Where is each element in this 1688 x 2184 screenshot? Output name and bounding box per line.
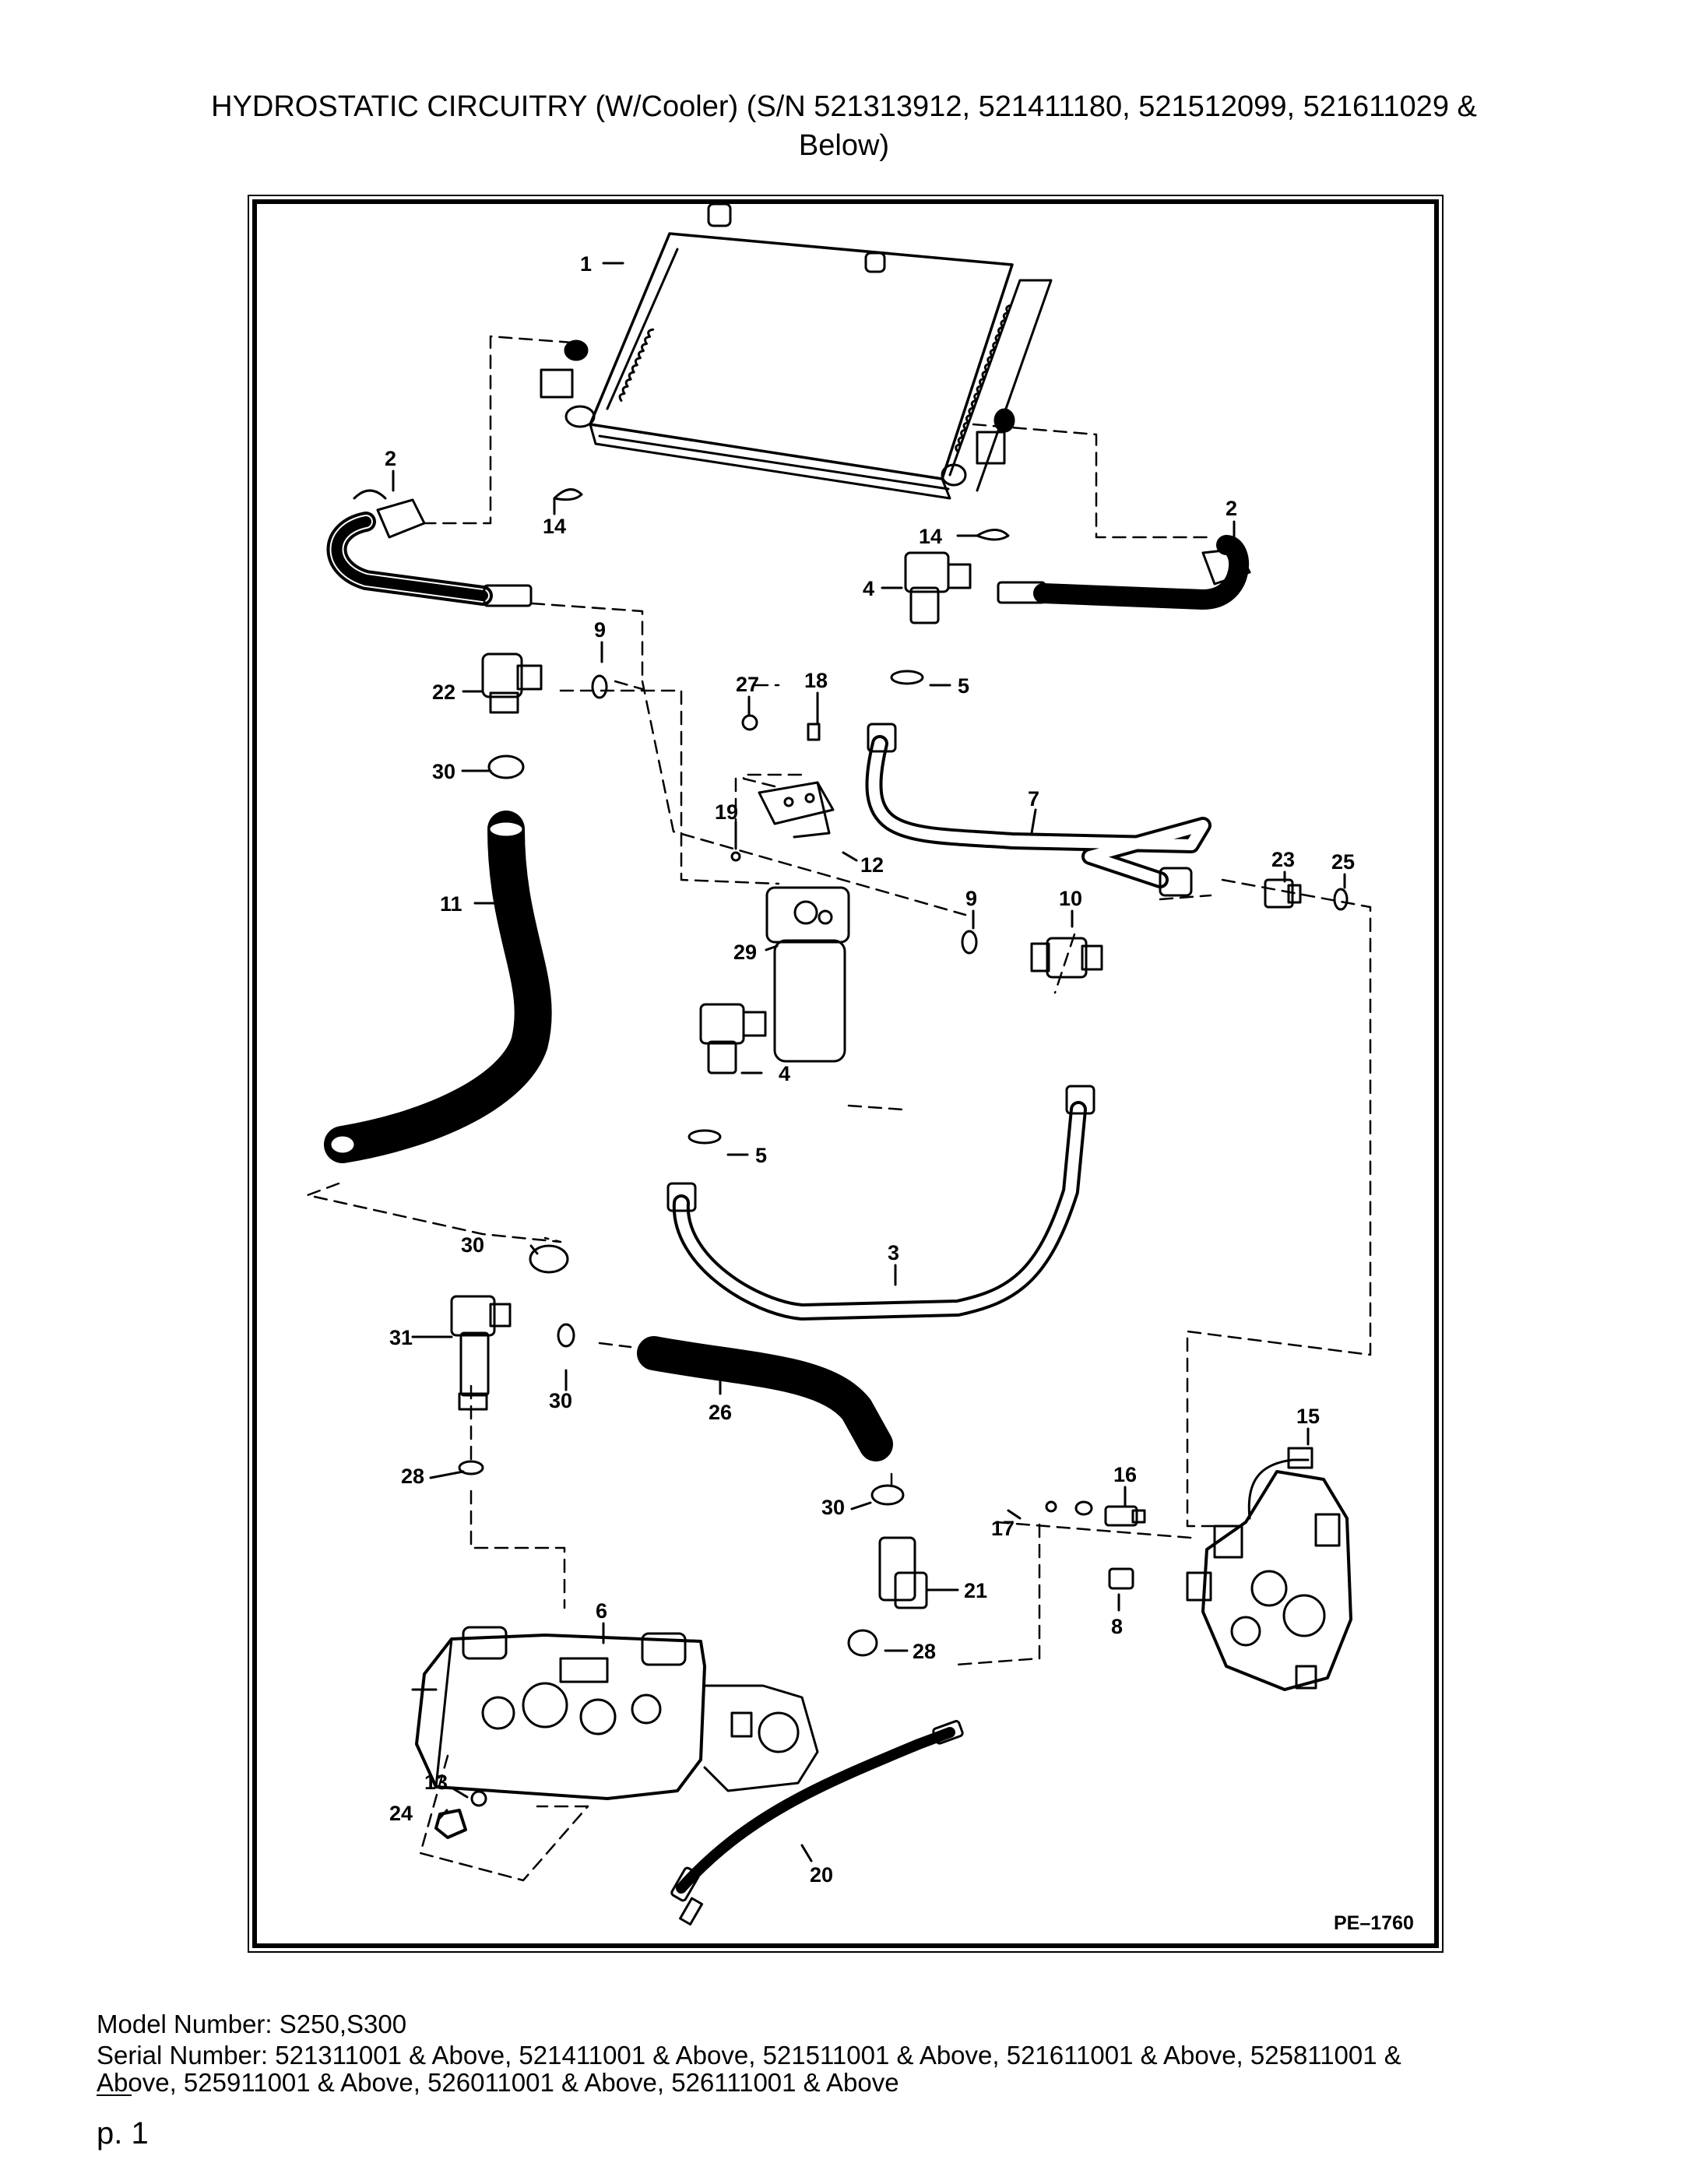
- callout-17: 17: [991, 1517, 1015, 1540]
- callout-4-upper: 4: [863, 577, 874, 600]
- control-valve: [1186, 1447, 1352, 1691]
- callout-7: 7: [1028, 787, 1039, 811]
- filter-bracket: [730, 714, 835, 862]
- callout-29: 29: [733, 941, 757, 964]
- elbow-fitting-22: [481, 652, 543, 714]
- elbow-fitting-upper: [904, 551, 972, 624]
- drain-hose-20: [670, 1720, 964, 1926]
- seal-upper: [890, 670, 924, 685]
- hose-clamp-30c: [557, 1323, 575, 1348]
- callout-25: 25: [1331, 850, 1355, 874]
- callout-1: 1: [580, 252, 592, 276]
- callout-26: 26: [709, 1401, 732, 1424]
- footer-rule: [97, 2094, 132, 2096]
- callout-3: 3: [888, 1241, 899, 1264]
- adapter-23: [1264, 878, 1302, 909]
- oil-cooler: [540, 204, 1053, 500]
- hose-clamp-30b: [529, 1244, 569, 1274]
- callout-2-right: 2: [1226, 497, 1237, 520]
- drawing-code: PE–1760: [1334, 1912, 1414, 1934]
- tube-3: [666, 1085, 1095, 1321]
- callout-28-left: 28: [401, 1465, 424, 1488]
- callout-5-lower: 5: [755, 1144, 767, 1167]
- hydrostatic-pump: [411, 1626, 819, 1800]
- fitting-17-a: [1045, 1500, 1057, 1513]
- callout-20: 20: [810, 1863, 833, 1887]
- page-number: p. 1: [97, 2116, 149, 2151]
- callout-8: 8: [1111, 1615, 1123, 1638]
- serial-number-line-2: Above, 525911001 & Above, 526011001 & Ab…: [97, 2068, 899, 2097]
- callout-28-right: 28: [913, 1640, 936, 1663]
- seal-lower: [688, 1129, 722, 1145]
- cotter-pin-14-left: [553, 488, 583, 501]
- elbow-fitting-lower: [699, 1003, 767, 1074]
- callout-16: 16: [1113, 1463, 1137, 1486]
- hose-clamp-30d: [870, 1484, 905, 1506]
- tube-7: [865, 723, 1211, 897]
- callout-22: 22: [432, 681, 455, 704]
- hose-26: [637, 1336, 893, 1461]
- callout-30-d: 30: [821, 1496, 845, 1519]
- fitting-17-b: [1074, 1500, 1093, 1516]
- diagram-frame-outer: [248, 195, 1444, 1953]
- callout-21: 21: [964, 1579, 987, 1602]
- dashed-connection-lines: [306, 335, 1372, 1882]
- callout-18: 18: [804, 669, 828, 692]
- o-ring-13: [470, 1790, 487, 1807]
- callout-24: 24: [389, 1802, 413, 1825]
- callout-30-b: 30: [461, 1233, 484, 1257]
- cooler-hose-right: [997, 535, 1251, 610]
- callout-4-lower: 4: [779, 1062, 790, 1085]
- callout-31: 31: [389, 1326, 413, 1349]
- o-ring-9-lower: [961, 930, 978, 955]
- o-ring-9-upper: [591, 674, 608, 699]
- relief-fitting-16: [1104, 1505, 1146, 1527]
- cap-8: [1108, 1567, 1134, 1590]
- serial-number-line-1: Serial Number: 521311001 & Above, 521411…: [97, 2041, 1401, 2070]
- callout-9-upper: 9: [594, 618, 606, 642]
- callout-5-upper: 5: [958, 674, 969, 698]
- callout-10: 10: [1059, 887, 1082, 910]
- callout-13: 13: [424, 1771, 448, 1794]
- title-line-2: Below): [798, 129, 890, 162]
- elbow-31: [450, 1295, 512, 1411]
- hose-11: [324, 811, 552, 1163]
- model-number: Model Number: S250,S300: [97, 2010, 407, 2038]
- page-title: HYDROSTATIC CIRCUITRY (W/Cooler) (S/N 52…: [0, 87, 1688, 165]
- callout-14-left: 14: [543, 515, 566, 538]
- callout-15: 15: [1296, 1405, 1320, 1428]
- callout-6: 6: [596, 1599, 607, 1623]
- o-ring-25: [1333, 888, 1349, 911]
- callout-labels: 1 2 2 3 4 4 5 5 6 7 8 9 9 10 11 12 13 14…: [385, 252, 1355, 1887]
- callout-23: 23: [1271, 848, 1295, 871]
- plug-24: [434, 1809, 467, 1839]
- cotter-pin-14-right: [976, 529, 1010, 541]
- o-ring-28-left: [458, 1460, 484, 1475]
- callout-12: 12: [860, 853, 884, 877]
- elbow-21: [878, 1536, 928, 1609]
- callout-27: 27: [736, 673, 759, 696]
- callout-9-lower: 9: [965, 887, 977, 910]
- callout-30-c: 30: [549, 1389, 572, 1412]
- callout-2-left: 2: [385, 447, 396, 470]
- hydrostatic-circuit-diagram: 1 2 2 3 4 4 5 5 6 7 8 9 9 10 11 12 13 14…: [306, 204, 1414, 1934]
- callout-11: 11: [440, 892, 462, 916]
- oil-filter: [765, 886, 850, 1063]
- title-line-1: HYDROSTATIC CIRCUITRY (W/Cooler) (S/N 52…: [211, 90, 1477, 123]
- o-ring-28-right: [847, 1629, 878, 1657]
- callout-19: 19: [715, 800, 738, 824]
- leader-lines: [392, 262, 1346, 1862]
- cooler-hose-left: [326, 489, 533, 607]
- callout-14-right: 14: [919, 525, 942, 548]
- diagram-frame-inner: [252, 199, 1439, 1948]
- callout-30-a: 30: [432, 760, 455, 783]
- tee-fitting-10: [1030, 937, 1103, 979]
- hose-clamp-upper: [487, 754, 525, 779]
